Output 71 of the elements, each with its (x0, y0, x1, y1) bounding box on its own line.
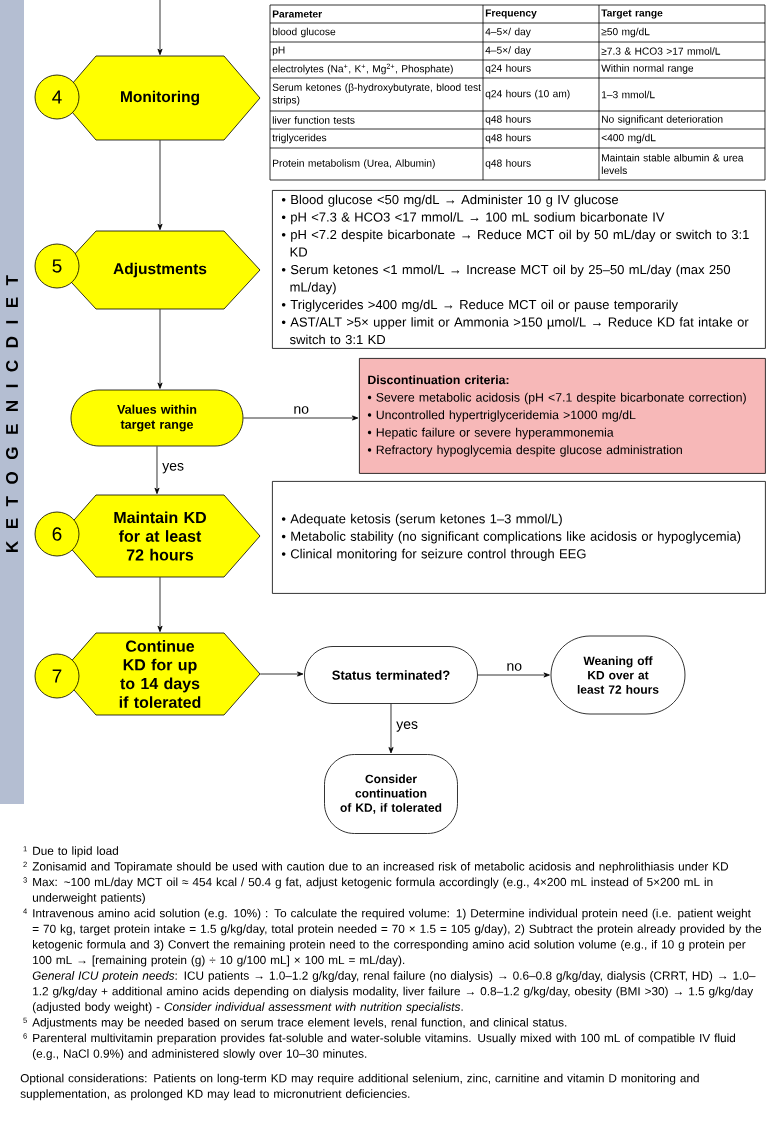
table-cell: No significant deterioration (602, 115, 723, 125)
footnote: Zonisamid and Topiramate should be used with caution due to an increased risk of metabolic acidosis and nephrolithiasis under KD (32, 861, 729, 873)
step-number: 7 (34, 653, 80, 699)
step-number: 6 (34, 511, 80, 557)
table-cell: ≥7.3 & HCO3 >17 mmol/L (601, 47, 721, 55)
edge-label: no (505, 662, 524, 672)
bullet-item: • pH <7.2 despite bicarbonate → Reduce MCT oil by 50 mL/day or switch to 3:1 KD (281, 229, 749, 257)
table-cell: ≥50 mg/dL (601, 27, 650, 38)
table-cell: q24 hours (10 am) (485, 89, 570, 100)
footnote: Adjustments may be needed based on serum trace element levels, renal function, and clinical status. (32, 1017, 567, 1029)
footnote: Parenteral multivitamin preparation provides fat-soluble and water-soluble vitamins. Usually mixed with 100 mL of compatible IV fluid (e.g., NaCl 0.9%) and administered slowly over 10–30 minutes. (32, 1033, 736, 1061)
arrow (157, 308, 163, 389)
arrow (157, 0, 163, 56)
table-cell: Protein metabolism (Urea, Albumin) (273, 159, 435, 169)
table-cell: 4–5×/ day (485, 27, 531, 38)
bullet-item: • Blood glucose <50 mg/dL → Administer 10 g IV glucose (281, 194, 619, 207)
table-cell: electrolytes (Na$^{+}$, K$^{+}$, Mg$^{2+}$, Phosphate) (272, 63, 453, 75)
table-cell: q24 hours (485, 64, 531, 74)
table-cell: Target range (601, 9, 663, 19)
bullet-item: • pH <7.3 & HCO3 <17 mmol/L → 100 mL sodium bicarbonate IV (281, 212, 665, 225)
footnote: General ICU protein needs: ICU patients → 1.0–1.2 g/kg/day, renal failure (no dialysis) → 0.6–0.8 g/kg/day, dialysis (CRRT, HD) → 1.0–1.2 g/kg/day + additional amino acids depending on dialysis modality, liver failure → 0.8–1.2 g/kg/day, obesity (BMI >30) → 1.5 g/kg/day (adjusted body weight) - Consider individual assessment with nutrition specialists. (32, 971, 756, 1014)
arrow (259, 671, 304, 677)
table-cell: pH (272, 46, 285, 56)
bullet-item: • Adequate ketosis (serum ketones 1–3 mmol/L) (281, 513, 562, 526)
table-cell: Within normal range (601, 64, 694, 74)
table-cell: Serum ketones (β-hydroxybutyrate, blood test strips) (272, 83, 481, 106)
decision-terminal: Values within target range (70, 389, 244, 447)
arrow (157, 139, 163, 231)
arrow (157, 576, 163, 633)
bullet-item: • Metabolic stability (no significant complications like acidosis or hypoglycemia) (281, 531, 741, 544)
arrow (388, 703, 394, 754)
bullet-item: • Serum ketones <1 mmol/L → Increase MCT oil by 25–50 mL/day (max 250 mL/day) (281, 264, 731, 295)
table-cell: Maintain stable albumin & urea levels (601, 153, 744, 175)
table-cell: q48 hours (485, 133, 531, 144)
bullet-box (272, 481, 766, 594)
bullet-box (272, 190, 766, 349)
table-cell: q48 hours (485, 159, 531, 169)
table-cell: liver function tests (272, 116, 355, 124)
end-terminal: Consider continuation of KD, if tolerated (324, 754, 458, 834)
step-number: 5 (34, 243, 80, 289)
footnote: Intravenous amino acid solution (e.g. 10%) : To calculate the required volume: 1) Determine individual protein need (i.e. patient weight = 70 kg, target protein intake = 1.5 g/kg/day, total protein needed = 70 × 1.5 = 105 g/day), 2) Subtract the protein already provided by the ketogenic formula and 3) Convert the remaining protein need to the corresponding amino acid solution volume (e.g., if 10 g protein per 100 mL → [remaining protein (g) ÷ 10 g/100 mL] × 100 mL = mL/day). (32, 908, 762, 967)
edge-label: yes (161, 461, 185, 475)
bullet-item: • AST/ALT >5× upper limit or Ammonia >150 µmol/L → Reduce KD fat intake or switch to 3:1 KD (281, 317, 749, 345)
step-number: 4 (34, 74, 80, 120)
table-cell: Parameter (272, 10, 322, 18)
bullet-item: • Hepatic failure or severe hyperammonemia (367, 427, 614, 440)
box-heading: Discontinuation criteria: (368, 375, 509, 385)
table-cell: q48 hours (485, 115, 531, 125)
table-cell: 1–3 mmol/L (602, 90, 655, 99)
bullet-item: • Refractory hypoglycemia despite glucose administration (367, 445, 682, 457)
decision-terminal: Status terminated? (304, 646, 478, 704)
edge-label: yes (395, 720, 419, 733)
arrow (154, 446, 160, 495)
footnote: Due to lipid load (33, 846, 118, 858)
criteria-box (359, 358, 766, 474)
edge-label: no (292, 405, 310, 415)
table-cell: triglycerides (272, 133, 327, 144)
table-cell: 4–5×/ day (485, 46, 531, 56)
bullet-item: • Clinical monitoring for seizure control through EEG (281, 548, 586, 561)
side-banner: K E T O G E N I C D I E T (0, 0, 24, 804)
table-cell: blood glucose (272, 27, 336, 38)
arrow (477, 672, 550, 678)
table-cell: <400 mg/dL (601, 133, 656, 144)
note: Optional considerations: Patients on long-term KD may require additional selenium, zinc, carnitine and vitamin D monitoring and supplementation, as prolonged KD may lead to micronutrient deficiencies. (20, 1073, 699, 1101)
table-cell: Frequency (485, 9, 537, 19)
bullet-item: • Triglycerides >400 mg/dL → Reduce MCT oil or pause temporarily (281, 299, 679, 312)
decision-terminal: Weaning off KD over at least 72 hours (550, 635, 686, 715)
bullet-item: • Uncontrolled hypertriglyceridemia >1000 mg/dL (367, 410, 636, 422)
arrow (243, 415, 359, 421)
footnote: Max: ~100 mL/day MCT oil ≈ 454 kcal / 50.4 g fat, adjust ketogenic formula accordingly (e.g., 4×200 mL instead of 5×200 mL in underweight patients) (32, 877, 713, 905)
bullet-item: • Severe metabolic acidosis (pH <7.1 despite bicarbonate correction) (367, 392, 746, 405)
